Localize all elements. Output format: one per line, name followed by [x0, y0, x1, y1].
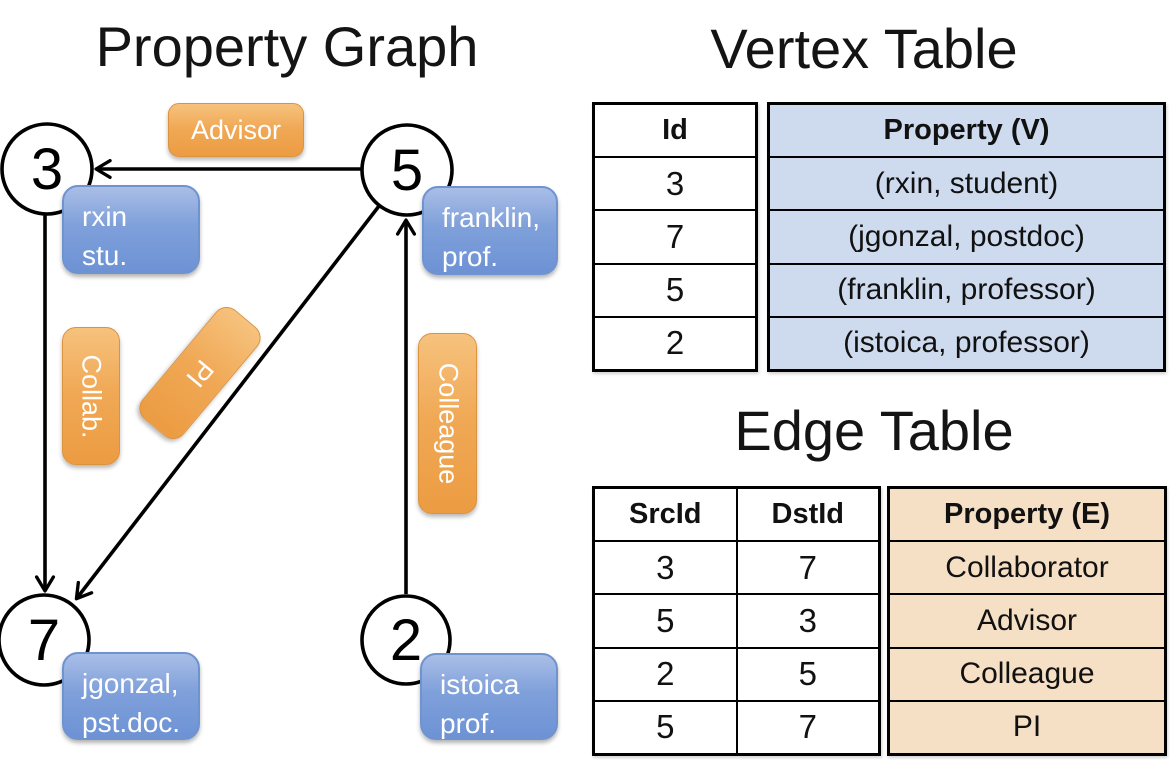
vertex-property-line: rxin — [82, 201, 128, 232]
vertex-property-line: jgonzal, — [82, 668, 179, 699]
edge-label-pi-text: PI — [180, 353, 221, 393]
edge-label-colleague: Colleague — [418, 333, 477, 514]
edge-table-src-dst-columns: SrcId DstId 3 7 5 3 2 5 5 7 — [592, 486, 881, 756]
vertex-table-title: Vertex Table — [710, 17, 1018, 80]
edge-table-cell: Advisor — [887, 593, 1167, 649]
edge-table-cell: 7 — [735, 540, 881, 596]
vertex-property-line: pst.doc. — [82, 707, 181, 739]
edge-label-collab: Collab. — [62, 327, 120, 465]
vertex-property-line: franklin, — [442, 202, 541, 233]
edge-table-cell: Colleague — [887, 646, 1167, 702]
vertex-property-line: istoica — [440, 669, 520, 700]
vertex-table-cell: (istoica, professor) — [767, 315, 1166, 372]
vertex-table-cell: (rxin, student) — [767, 156, 1166, 212]
vertex-property-box-7: jgonzal, pst.doc. — [62, 652, 200, 740]
edge-table-property-column: Property (E) Collaborator Advisor Collea… — [887, 486, 1167, 756]
node-id-5: 5 — [390, 137, 424, 203]
vertex-table-cell: 3 — [592, 156, 758, 212]
edge-label-advisor: Advisor — [168, 103, 304, 157]
edge-table-cell: PI — [887, 699, 1167, 756]
vertex-table-header-property: Property (V) — [767, 102, 1166, 159]
edge-label-advisor-text: Advisor — [190, 114, 282, 145]
edge-table-cell: 5 — [735, 646, 881, 702]
vertex-table-header-id: Id — [592, 102, 758, 159]
node-id-2: 2 — [389, 607, 423, 673]
edge-table-header-dstid: DstId — [735, 486, 881, 543]
vertex-property-line: prof. — [442, 241, 499, 273]
edge-arrow-5-to-7 — [74, 204, 381, 601]
vertex-property-box-5: franklin, prof. — [422, 186, 558, 275]
edge-table-header-property: Property (E) — [887, 486, 1167, 543]
edge-table-cell: 2 — [592, 646, 738, 702]
edge-table-cell: 7 — [735, 699, 881, 756]
edge-table-title: Edge Table — [734, 399, 1014, 462]
edge-label-collab-text: Collab. — [76, 353, 107, 439]
edge-table-cell: 5 — [592, 593, 738, 649]
vertex-property-box-3: rxin stu. — [62, 185, 200, 274]
edge-table-cell: Collaborator — [887, 540, 1167, 596]
vertex-table-cell: 7 — [592, 209, 758, 265]
edge-table-cell: 3 — [735, 593, 881, 649]
edge-table-cell: 5 — [592, 699, 738, 756]
vertex-property-line: stu. — [82, 240, 128, 272]
vertex-table-property-column: Property (V) (rxin, student) (jgonzal, p… — [767, 102, 1166, 372]
vertex-table-cell: 2 — [592, 315, 758, 372]
edge-table-cell: 3 — [592, 540, 738, 596]
vertex-table-cell: 5 — [592, 262, 758, 318]
property-graph-canvas — [0, 122, 454, 687]
edge-label-colleague-text: Colleague — [433, 362, 463, 485]
vertex-table-id-column: Id 3 7 5 2 — [592, 102, 758, 372]
node-id-3: 3 — [30, 136, 64, 202]
vertex-property-line: prof. — [440, 708, 497, 740]
vertex-table-cell: (jgonzal, postdoc) — [767, 209, 1166, 265]
node-id-7: 7 — [27, 607, 61, 673]
property-graph-title: Property Graph — [95, 15, 479, 78]
vertex-property-box-2: istoica prof. — [420, 653, 558, 740]
edge-table-header-srcid: SrcId — [592, 486, 738, 543]
vertex-table-cell: (franklin, professor) — [767, 262, 1166, 318]
